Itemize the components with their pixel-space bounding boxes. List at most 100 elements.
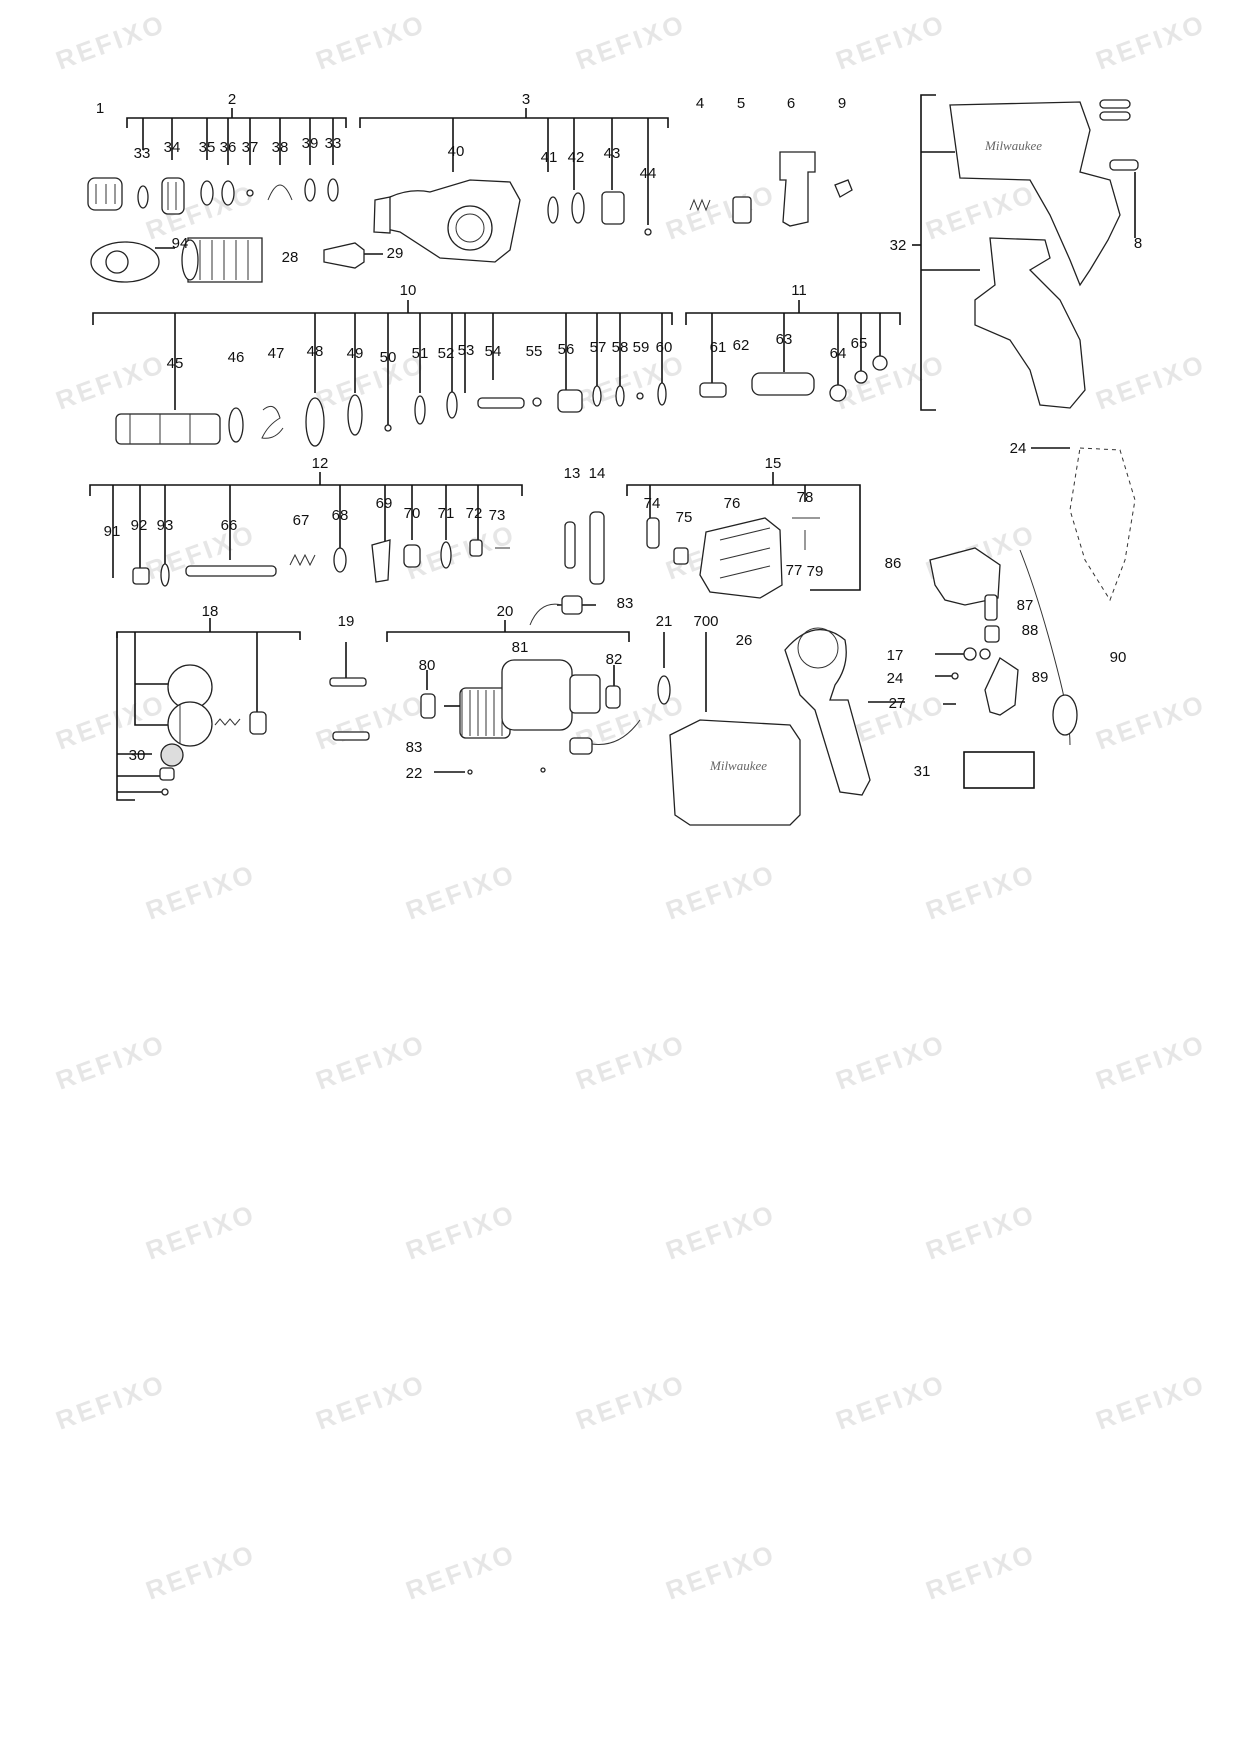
part-number-label: 51 <box>412 345 429 362</box>
part-number-label: 54 <box>485 343 502 360</box>
part-94-drawing <box>90 237 263 283</box>
part-40-drawing <box>373 179 521 263</box>
part-number-label: 20 <box>497 603 514 620</box>
part-number-label: 42 <box>568 149 585 166</box>
housing-logo-text: Milwaukee <box>984 138 1042 153</box>
watermark-text: REFIXO <box>662 1198 780 1265</box>
part-number-label: 61 <box>710 339 727 356</box>
part-number-label: 67 <box>293 512 310 529</box>
watermark-text: REFIXO <box>832 8 950 75</box>
part-number-label: 46 <box>228 349 245 366</box>
watermark-text: REFIXO <box>922 178 1040 245</box>
watermark-text: REFIXO <box>832 1368 950 1435</box>
part-number-label: 29 <box>387 245 404 262</box>
part-32-drawing: Milwaukee <box>949 101 1121 409</box>
part-number-label: 27 <box>889 695 906 712</box>
part-number-label: 93 <box>157 517 174 534</box>
part-number-label: 86 <box>885 555 902 572</box>
part-number-label: 89 <box>1032 669 1049 686</box>
watermark-text: REFIXO <box>662 178 780 245</box>
part-number-label: 4 <box>696 95 704 112</box>
part-number-label: 10 <box>400 282 417 299</box>
part-number-label: 50 <box>380 349 397 366</box>
part-number-label: 22 <box>406 765 423 782</box>
part-number-label: 63 <box>776 331 793 348</box>
watermark-text: REFIXO <box>52 8 170 75</box>
part-1-drawing <box>87 177 123 211</box>
part-number-label: 48 <box>307 343 324 360</box>
watermark-text: REFIXO <box>662 858 780 925</box>
part-number-label: 33 <box>325 135 342 152</box>
watermark-text: REFIXO <box>832 1028 950 1095</box>
part-700-drawing: Milwaukee <box>669 719 801 826</box>
watermark-text: REFIXO <box>922 1538 1040 1605</box>
watermark-text: REFIXO <box>52 348 170 415</box>
watermark-text: REFIXO <box>402 858 520 925</box>
watermark-text: REFIXO <box>572 1028 690 1095</box>
part-number-label: 37 <box>242 139 259 156</box>
part-number-label: 32 <box>890 237 907 254</box>
part-number-label: 11 <box>791 282 807 299</box>
watermark-text: REFIXO <box>572 1368 690 1435</box>
part-number-label: 41 <box>541 149 558 166</box>
part-number-label: 68 <box>332 507 349 524</box>
part-number-label: 3 <box>522 91 530 108</box>
part-number-label: 9 <box>838 95 846 112</box>
watermark-text: REFIXO <box>142 858 260 925</box>
watermark-text: REFIXO <box>572 348 690 415</box>
part-number-label: 13 <box>564 465 581 482</box>
watermark-text: REFIXO <box>1092 688 1210 755</box>
part-number-label: 15 <box>765 455 782 472</box>
part-number-label: 24 <box>887 670 904 687</box>
part-number-label: 5 <box>737 95 745 112</box>
part-number-label: 33 <box>134 145 151 162</box>
watermark-text: REFIXO <box>142 1198 260 1265</box>
parts-artwork: Milwaukee <box>87 99 1139 826</box>
part-number-label: 45 <box>167 355 184 372</box>
watermark-text: REFIXO <box>52 688 170 755</box>
part-number-label: 66 <box>221 517 238 534</box>
part-number-label: 36 <box>220 139 237 156</box>
part-number-label: 35 <box>199 139 216 156</box>
part-number-label: 19 <box>338 613 355 630</box>
part-number-label: 24 <box>1010 440 1027 457</box>
part-number-label: 1 <box>96 100 104 117</box>
part-number-label: 57 <box>590 339 607 356</box>
part-number-label: 65 <box>851 335 868 352</box>
watermark-text: REFIXO <box>402 1538 520 1605</box>
part-number-label: 83 <box>406 739 423 756</box>
watermark-text: REFIXO <box>312 1368 430 1435</box>
watermark-text: REFIXO <box>312 1028 430 1095</box>
part-45-drawing <box>115 413 221 445</box>
part-number-label: 71 <box>438 505 455 522</box>
part-number-label: 73 <box>489 507 506 524</box>
part-number-label: 700 <box>693 613 718 630</box>
part-number-label: 34 <box>164 139 181 156</box>
part-number-label: 82 <box>606 651 623 668</box>
part-number-label: 69 <box>376 495 393 512</box>
watermark-text: REFIXO <box>52 1368 170 1435</box>
part-76-drawing <box>699 517 783 599</box>
part-number-label: 17 <box>887 647 904 664</box>
part-number-label: 2 <box>228 91 236 108</box>
part-number-label: 87 <box>1017 597 1034 614</box>
part-number-label: 60 <box>656 339 673 356</box>
part-number-label: 56 <box>558 341 575 358</box>
watermark-text: REFIXO <box>1092 348 1210 415</box>
part-number-label: 88 <box>1022 622 1039 639</box>
part-number-label: 8 <box>1134 235 1142 252</box>
part-number-label: 39 <box>302 135 319 152</box>
watermark-text: REFIXO <box>572 8 690 75</box>
part-number-label: 21 <box>656 613 673 630</box>
part-number-label: 77 <box>786 562 803 579</box>
part-number-label: 81 <box>512 639 529 656</box>
watermark-text: REFIXO <box>922 1198 1040 1265</box>
watermark-text: REFIXO <box>1092 1028 1210 1095</box>
part-number-label: 72 <box>466 505 483 522</box>
part-number-label: 31 <box>914 763 931 780</box>
part-number-label: 18 <box>202 603 219 620</box>
part-number-label: 14 <box>589 465 606 482</box>
part-number-label: 26 <box>736 632 753 649</box>
